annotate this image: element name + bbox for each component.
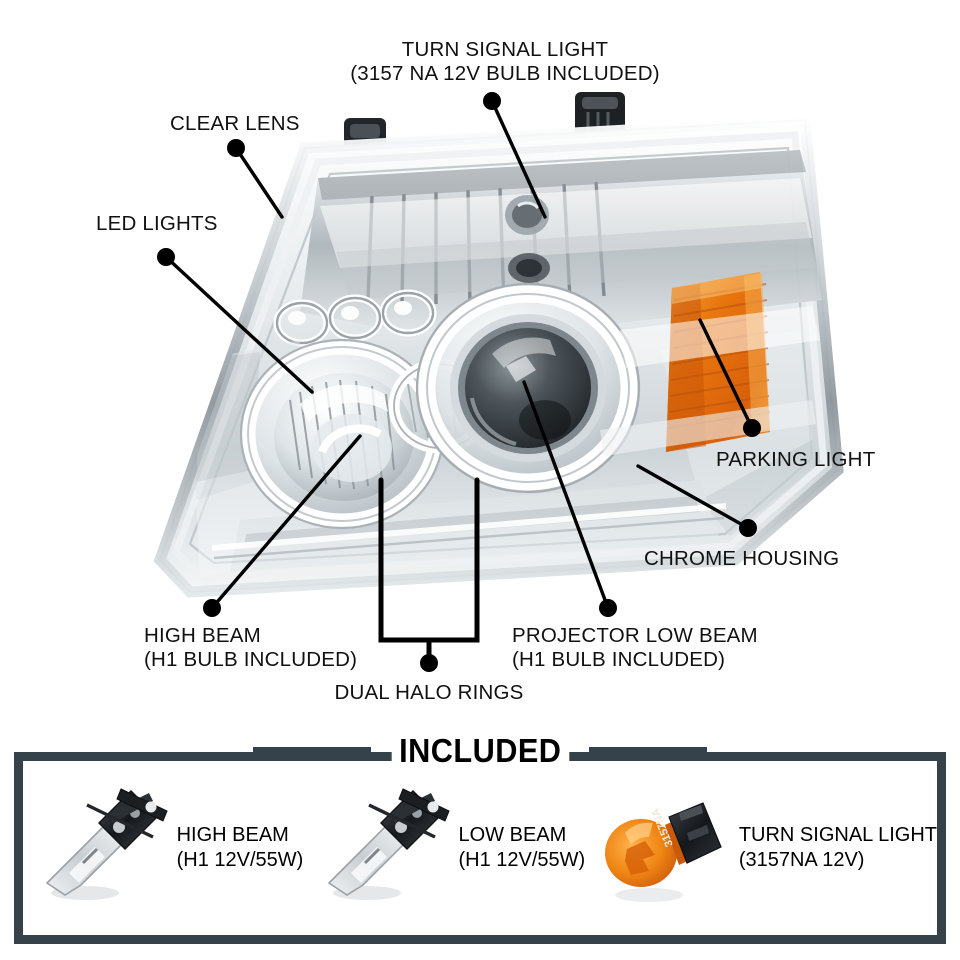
led-light-row (273, 289, 437, 347)
callout-led-lights: LED LIGHTS (96, 212, 218, 235)
high-beam-reflector (239, 338, 445, 530)
leader-projector-low-beam (522, 380, 610, 610)
leader-chrome-housing (636, 464, 750, 530)
included-title-row: INCLUDED (0, 726, 960, 776)
leader-dots (157, 92, 761, 672)
included-panel: HIGH BEAM (H1 12V/55W) LOW BEAM (H1 12 (14, 752, 946, 944)
leader-dual-halo-bracket (378, 477, 480, 643)
projector-low-beam-unit (415, 282, 641, 494)
included-items: HIGH BEAM (H1 12V/55W) LOW BEAM (H1 12 (23, 761, 937, 935)
right-panel-highlight (600, 306, 820, 456)
h1-bulb-icon (45, 788, 168, 900)
leader-turn-signal-light (490, 99, 547, 219)
mounting-post-left (344, 118, 386, 162)
leader-parking-light (698, 318, 754, 430)
h1-bulb-icon (327, 788, 450, 900)
leader-led-lights (164, 255, 314, 394)
included-item-low-beam: LOW BEAM (H1 12V/55W) (305, 783, 587, 913)
chrome-housing-body (153, 114, 844, 598)
included-rule-left (252, 746, 371, 756)
callout-parking-light: PARKING LIGHT (716, 448, 876, 471)
included-title: INCLUDED (391, 732, 569, 770)
mounting-post-right (575, 92, 625, 148)
leader-high-beam (210, 434, 362, 610)
included-label-high-beam: HIGH BEAM (H1 12V/55W) (176, 824, 304, 871)
secondary-socket (508, 253, 550, 283)
included-rule-right (589, 746, 708, 756)
included-label-turn-signal: TURN SIGNAL LIGHT (3157NA 12V) (738, 824, 937, 871)
parking-light-lens (666, 272, 771, 452)
included-item-high-beam: HIGH BEAM (H1 12V/55W) (23, 783, 305, 913)
included-label-low-beam: LOW BEAM (H1 12V/55W) (458, 824, 586, 871)
callout-dual-halo-rings: DUAL HALO RINGS (334, 681, 524, 704)
upper-light-bar (300, 150, 822, 342)
callout-clear-lens: CLEAR LENS (170, 112, 300, 135)
3157na-bulb-icon: 3157NA (604, 802, 722, 902)
turn-signal-socket (505, 195, 549, 235)
callout-projector-low-beam: PROJECTOR LOW BEAM (H1 BULB INCLUDED) (512, 624, 758, 671)
leader-clear-lens (234, 146, 284, 219)
secondary-halo-ring (388, 358, 492, 454)
callout-chrome-housing: CHROME HOUSING (644, 547, 840, 570)
callout-high-beam: HIGH BEAM (H1 BULB INCLUDED) (144, 624, 358, 671)
callout-turn-signal-light: TURN SIGNAL LIGHT (3157 NA 12V BULB INCL… (350, 38, 660, 85)
included-item-turn-signal: 3157NA TURN SIGNAL LIGHT (3157NA 12V) (587, 783, 937, 913)
